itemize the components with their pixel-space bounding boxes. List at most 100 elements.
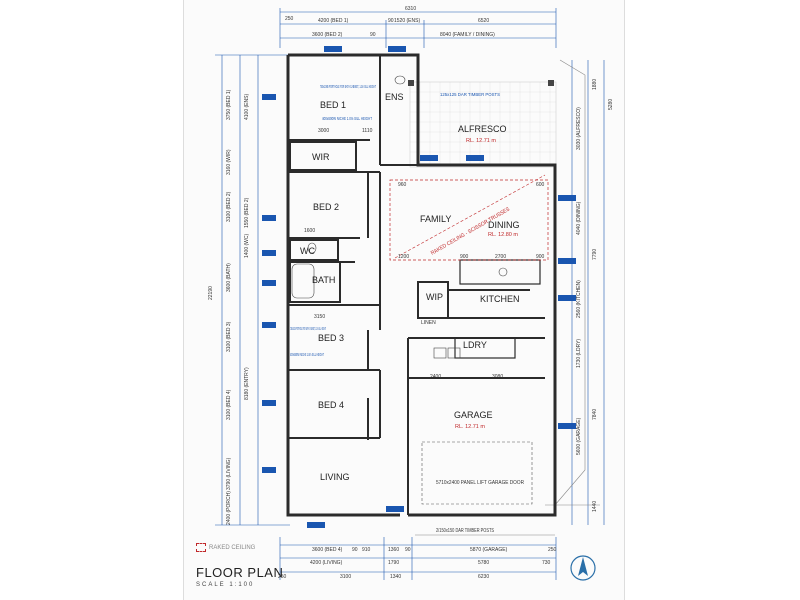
dim-right-alfresco: 3030 (ALFRESCO): [576, 107, 582, 150]
window-label-w14: W-14: [560, 196, 571, 201]
room-label-bath: BATH: [312, 275, 335, 285]
dim-bottom-1790: 1790: [388, 560, 399, 566]
room-label-linen: LINEN: [421, 320, 436, 326]
dim-top-250: 250: [285, 16, 294, 22]
dim-right-dining: 4040 (DINING): [576, 201, 582, 235]
dim-top-90b: 90: [370, 32, 376, 38]
dim-bottom-bed4: 3600 (BED 4): [312, 547, 343, 553]
room-label-bed2: BED 2: [313, 202, 339, 212]
interior-walls: [288, 55, 545, 515]
dim-bottom-90: 90: [352, 547, 358, 553]
room-label-bed1: BED 1: [320, 100, 346, 110]
window-label-w13: W-13: [468, 156, 479, 161]
dim-top-6520: 6520: [478, 18, 489, 24]
window-label-w03: W-03: [264, 468, 275, 473]
dim-right-7840: 7840: [592, 409, 598, 420]
dim-interior-960: 960: [398, 182, 407, 188]
note-porthole-1: 750x1085 PORTHOLE FOR BATH CABINET, 1.2m…: [320, 84, 376, 89]
window-label-w06: W-06: [264, 281, 275, 286]
window-label-w11: W-11: [390, 47, 400, 52]
level-dining: RL. 12.80 m: [488, 232, 518, 238]
dim-interior-2700: 2700: [495, 254, 506, 260]
dim-bottom-730: 730: [542, 560, 551, 566]
scissor-truss-line: [394, 174, 546, 259]
room-label-wc: WC: [300, 246, 315, 256]
level-garage: RL. 12.71 m: [455, 424, 485, 430]
window-label-w15: W-15: [560, 259, 571, 264]
dim-bottom-250: 250: [548, 547, 557, 553]
dim-bottom-90b: 90: [405, 547, 411, 553]
window-label-w16: W-16: [560, 296, 571, 301]
room-label-garage: GARAGE: [454, 410, 493, 420]
room-label-ens: ENS: [385, 92, 404, 102]
note-niche-1: 400x600W NICHE 1.0m SILL HEIGHT: [322, 116, 372, 121]
north-arrow-icon: [570, 555, 596, 581]
dim-right-garage: 5600 (GARAGE): [576, 417, 582, 455]
dim-bottom-5780: 5780: [478, 560, 489, 566]
dim-bottom-1360: 1360: [388, 547, 399, 553]
window-label-w17: W-17: [560, 424, 571, 429]
dim-bottom-3100: 3100: [340, 574, 351, 580]
dim-right-7790: 7790: [592, 249, 598, 260]
room-label-bed4: BED 4: [318, 400, 344, 410]
room-label-wip: WIP: [426, 292, 443, 302]
dim-top-total: 6310: [405, 6, 416, 12]
dim-right-1440: 1440: [592, 501, 598, 512]
dim-left-ens: 4100 (ENS): [244, 94, 250, 120]
left-window-markers: [262, 46, 576, 528]
bottom-dimension-lines: [279, 537, 557, 580]
dim-interior-2400: 2400: [430, 374, 441, 380]
dim-left-wc: 1400 (WC): [244, 233, 250, 258]
dim-left-porch: 2400 (PORCH): [226, 491, 232, 525]
dim-left-total: 22190: [208, 286, 214, 300]
right-dimension-lines: [571, 60, 605, 525]
dim-top-bed2: 3600 (BED 2): [312, 32, 343, 38]
dim-left-bed2b: 1550 (BED 2): [244, 197, 250, 228]
exterior-walls: [286, 53, 557, 517]
dim-bottom-1340: 1340: [390, 574, 401, 580]
dim-left-bed1: 3750 (BED 1): [226, 89, 232, 120]
dim-right-5280: 5280: [608, 99, 614, 110]
dim-left-entry: 8180 (ENTRY): [244, 367, 250, 400]
dim-bottom-910: 910: [362, 547, 371, 553]
window-label-w09: W-09: [264, 216, 275, 221]
dim-top-family-dining: 8040 (FAMILY / DINING): [440, 32, 495, 38]
room-label-living: LIVING: [320, 472, 350, 482]
window-label-w01: W-01: [388, 507, 399, 512]
window-label-w12: W-12: [422, 156, 433, 161]
plan-title: FLOOR PLAN: [196, 565, 284, 580]
note-niche-2: 400x600W NICHE 1.0m SILL HEIGHT: [290, 352, 324, 357]
dim-left-wir: 3160 (WIR): [226, 149, 232, 175]
room-label-ldry: LDRY: [463, 340, 487, 350]
dim-interior-1200: 1200: [398, 254, 409, 260]
dim-right-ldry: 1730 (LDRY): [576, 339, 582, 368]
dim-bottom-6230: 6230: [478, 574, 489, 580]
window-label-w05: W-05: [264, 323, 275, 328]
dim-bottom-garage: 5870 (GARAGE): [470, 547, 508, 553]
note-porthole-2: 725x1025 PORTHOLE FOR BATH CABINET, 1.2m…: [290, 326, 326, 331]
dim-left-bed3: 3100 (BED 3): [226, 321, 232, 352]
garage-door-outline: [421, 441, 533, 505]
window-label-w08: W-08: [264, 95, 275, 100]
dim-interior-1600: 1600: [304, 228, 315, 234]
dim-top-bed1: 4200 (BED 1): [318, 18, 349, 24]
note-posts-top: 125x125 DAR TIMBER POSTS: [440, 92, 500, 97]
dim-interior-1110: 1110: [362, 128, 373, 134]
dim-left-bed4: 3100 (BED 4): [226, 389, 232, 420]
top-dimension-lines: [279, 8, 557, 48]
dim-left-bath: 3600 (BATH): [226, 263, 232, 292]
dim-interior-3150: 3150: [314, 314, 325, 320]
fixtures: [291, 75, 508, 359]
window-label-w10: W-10: [326, 47, 337, 52]
note-posts-bottom: 2/150x150 DAR TIMBER POSTS: [436, 528, 495, 534]
dim-right-1880: 1880: [592, 79, 598, 90]
dim-interior-900: 900: [460, 254, 469, 260]
window-label-w02: W-02: [309, 523, 320, 528]
room-label-wir: WIR: [312, 152, 330, 162]
raked-ceiling-outline: [389, 179, 549, 261]
note-garage-door: 5710x2400 PANEL LIFT GARAGE DOOR: [436, 480, 524, 486]
legend-label: RAKED CEILING: [209, 545, 256, 552]
plan-paper: [183, 0, 625, 600]
